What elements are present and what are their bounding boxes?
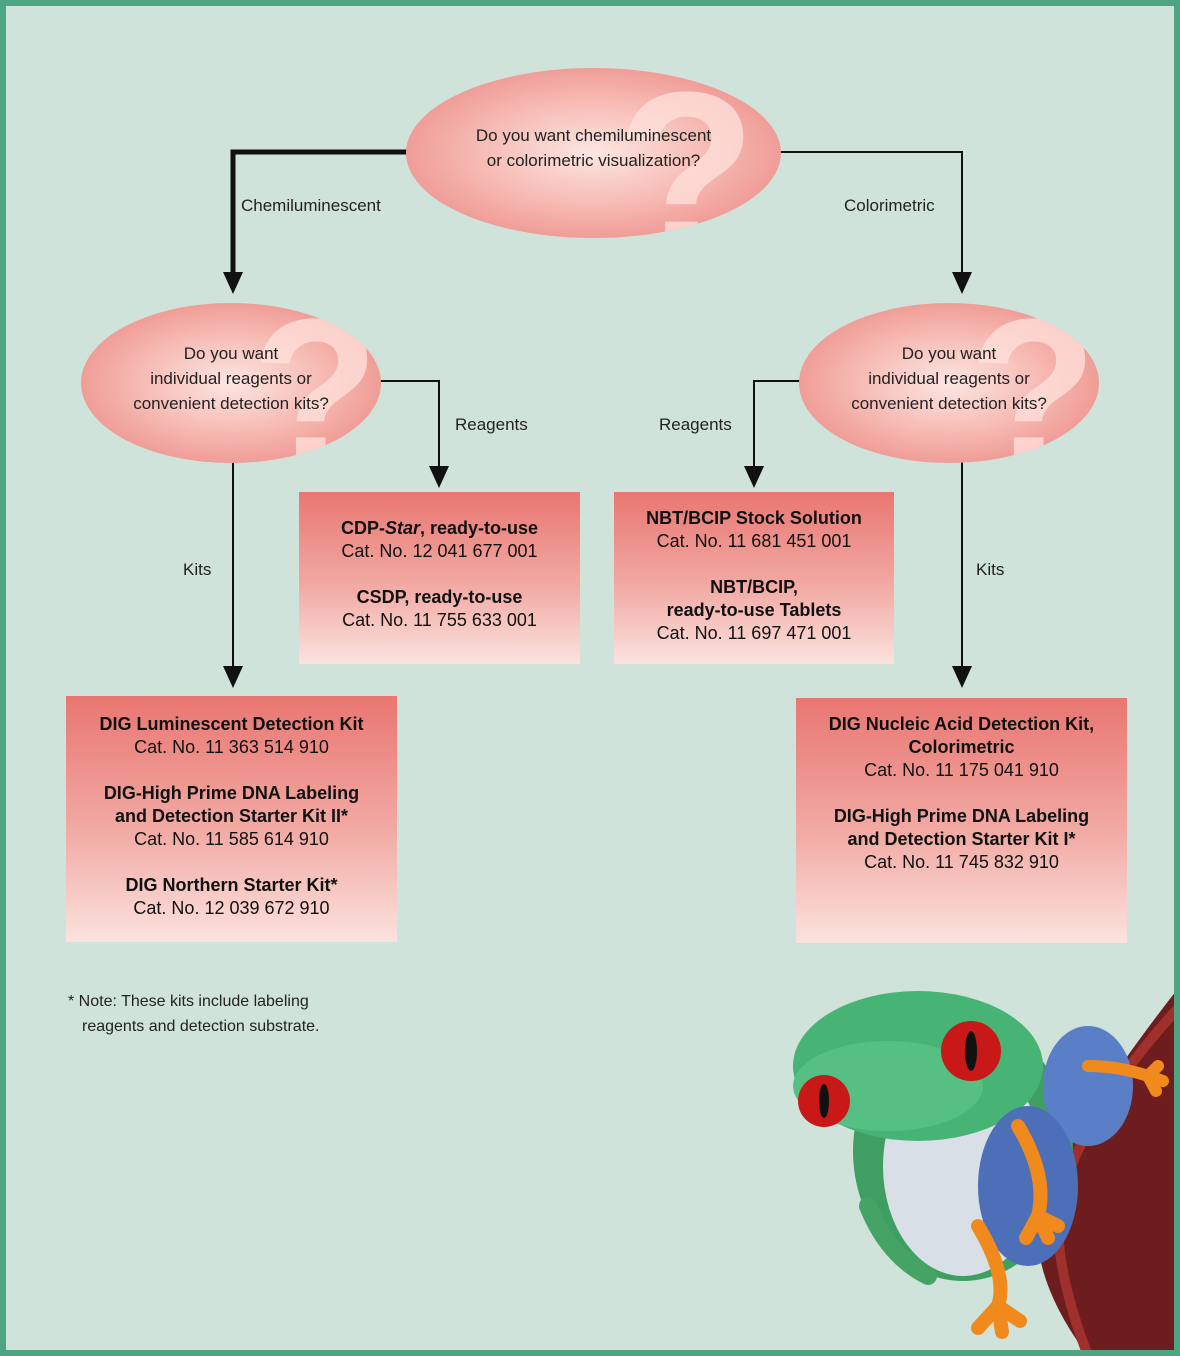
product-name-csdp: CSDP, ready-to-use (356, 587, 523, 607)
cat-no-high-prime-ii: Cat. No. 11 585 614 910 (134, 829, 329, 849)
question-mark-icon: ? (969, 303, 1098, 463)
connector-chemiluminescent (230, 149, 426, 272)
chemi-reagents-box: CDP-Star, ready-to-use Cat. No. 12 041 6… (299, 492, 580, 664)
arrowhead-left-reagents (429, 466, 449, 488)
question-mark-icon: ? (251, 303, 380, 463)
cat-no-dig-luminescent: Cat. No. 11 363 514 910 (134, 737, 329, 757)
cat-no-high-prime-i: Cat. No. 11 745 832 910 (864, 852, 1059, 872)
left-question-oval: ? Do you want individual reagents or con… (81, 303, 381, 463)
edge-label-right-reagents: Reagents (659, 415, 732, 434)
product-name-cdp-star: CDP-Star, ready-to-use (340, 518, 539, 538)
footnote: * Note: These kits include labeling reag… (68, 989, 320, 1039)
edge-label-right-kits: Kits (976, 560, 1005, 579)
footnote-line2: reagents and detection substrate. (82, 1018, 320, 1035)
color-reagents-box: NBT/BCIP Stock Solution Cat. No. 11 681 … (614, 492, 894, 664)
question-mark-icon: ? (616, 68, 757, 238)
product-name-high-prime-i-1: DIG-High Prime DNA Labeling (833, 806, 1090, 826)
product-name-nbt-bcip-tablets-2: ready-to-use Tablets (666, 600, 842, 620)
branch-label-colorimetric: Colorimetric (844, 196, 935, 215)
arrowhead-right-reagents (744, 466, 764, 488)
product-name-nucleic-acid-1: DIG Nucleic Acid Detection Kit, (828, 714, 1095, 734)
product-name-nbt-bcip-tablets-1: NBT/BCIP, (710, 577, 798, 597)
left-question-line2: individual reagents or (150, 369, 312, 388)
top-question-line1: Do you want chemiluminescent (475, 126, 712, 145)
cat-no-cdp-star: Cat. No. 12 041 677 001 (341, 541, 538, 561)
left-question-line3: convenient detection kits? (133, 394, 329, 413)
product-name-high-prime-ii-2: and Detection Starter Kit II* (114, 806, 349, 826)
product-name-high-prime-i-2: and Detection Starter Kit I* (847, 829, 1076, 849)
right-question-line1: Do you want (901, 344, 997, 363)
cat-no-nucleic-acid: Cat. No. 11 175 041 910 (864, 760, 1059, 780)
cat-no-northern-starter: Cat. No. 12 039 672 910 (133, 898, 330, 918)
connector-left-reagents (356, 380, 440, 466)
product-name-high-prime-ii-1: DIG-High Prime DNA Labeling (103, 783, 360, 803)
product-name-dig-luminescent: DIG Luminescent Detection Kit (99, 714, 364, 734)
arrowhead-chemi-question (223, 272, 243, 294)
arrowhead-right-kits (952, 666, 972, 688)
arrowhead-color-question (952, 272, 972, 294)
right-question-line2: individual reagents or (868, 369, 1030, 388)
branch-label-chemiluminescent: Chemiluminescent (241, 196, 381, 215)
product-name-nbt-bcip-stock: NBT/BCIP Stock Solution (646, 508, 862, 528)
arrowhead-left-kits (223, 666, 243, 688)
product-name-nucleic-acid-2: Colorimetric (908, 737, 1015, 757)
color-kits-box: DIG Nucleic Acid Detection Kit, Colorime… (796, 698, 1127, 943)
chemi-kits-box: DIG Luminescent Detection Kit Cat. No. 1… (66, 696, 397, 942)
connector-lines (223, 149, 972, 688)
right-question-line3: convenient detection kits? (851, 394, 1047, 413)
connector-colorimetric (766, 151, 963, 272)
footnote-line1: * Note: These kits include labeling (68, 993, 309, 1010)
top-question-line2: or colorimetric visualization? (486, 151, 701, 170)
cat-no-nbt-bcip-tablets: Cat. No. 11 697 471 001 (656, 623, 852, 643)
product-name-northern-starter: DIG Northern Starter Kit* (125, 875, 338, 895)
frog-illustration (793, 991, 1174, 1350)
left-question-line1: Do you want (183, 344, 279, 363)
cat-no-nbt-bcip-stock: Cat. No. 11 681 451 001 (656, 531, 852, 551)
edge-label-left-kits: Kits (183, 560, 212, 579)
cat-no-csdp: Cat. No. 11 755 633 001 (342, 610, 537, 630)
top-question-oval: ? Do you want chemiluminescent or colori… (406, 68, 781, 238)
right-question-oval: ? Do you want individual reagents or con… (799, 303, 1099, 463)
edge-label-left-reagents: Reagents (455, 415, 528, 434)
